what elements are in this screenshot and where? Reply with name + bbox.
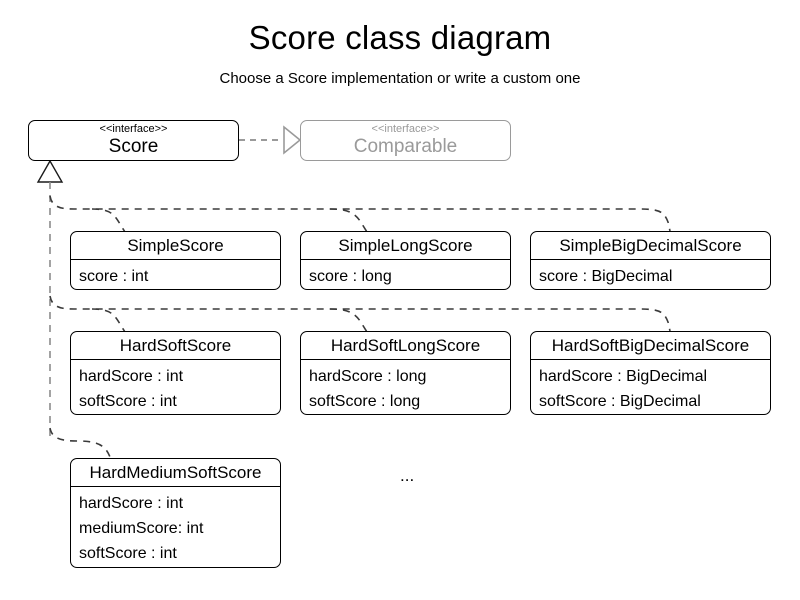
attribute-compartment: score : long [301,260,510,289]
interface-name-comparable: Comparable [353,136,458,157]
interface-box-comparable[interactable]: <<interface>> Comparable [300,120,511,161]
class-name-label: SimpleBigDecimalScore [531,232,770,260]
attribute-row: score : int [79,268,149,285]
class-box-simple-long-score[interactable]: SimpleLongScore score : long [300,231,511,290]
interface-name-score: Score [108,136,159,157]
attribute-row: hardScore : BigDecimal [539,368,708,385]
page-title: Score class diagram [248,19,552,56]
class-name-label: SimpleLongScore [301,232,510,260]
attribute-row: softScore : long [309,393,421,410]
attribute-compartment: hardScore : int softScore : int [71,360,280,414]
attribute-row: softScore : int [79,393,177,410]
attribute-compartment: hardScore : BigDecimal softScore : BigDe… [531,360,770,414]
attribute-row: hardScore : long [309,368,427,385]
attribute-compartment: hardScore : int mediumScore: int softSco… [71,487,280,566]
inheritance-branch-row3 [49,427,111,458]
class-box-hard-soft-big-decimal-score[interactable]: HardSoftBigDecimalScore hardScore : BigD… [530,331,771,415]
inheritance-branch-row2 [49,295,671,333]
attribute-row: hardScore : int [79,368,184,385]
attribute-row: score : BigDecimal [539,268,673,285]
class-box-hard-soft-long-score[interactable]: HardSoftLongScore hardScore : long softS… [300,331,511,415]
attribute-compartment: score : int [71,260,280,289]
attribute-compartment: score : BigDecimal [531,260,770,289]
page-subtitle: Choose a Score implementation or write a… [219,70,581,87]
attribute-row: mediumScore: int [79,520,204,537]
class-box-hard-medium-soft-score[interactable]: HardMediumSoftScore hardScore : int medi… [70,458,281,568]
stereotype-label: <<interface>> [371,123,440,135]
class-name-label: HardSoftLongScore [301,332,510,360]
interface-box-score[interactable]: <<interface>> Score [28,120,239,161]
attribute-row: hardScore : int [79,495,184,512]
class-box-simple-score[interactable]: SimpleScore score : int [70,231,281,290]
hollow-triangle-arrowhead [283,125,302,155]
attribute-compartment: hardScore : long softScore : long [301,360,510,414]
class-name-label: HardSoftScore [71,332,280,360]
attribute-row: softScore : int [79,545,177,562]
attribute-row: score : long [309,268,392,285]
class-name-label: HardSoftBigDecimalScore [531,332,770,360]
attribute-row: softScore : BigDecimal [539,393,701,410]
class-name-label: SimpleScore [71,232,280,260]
stereotype-label: <<interface>> [99,123,168,135]
generalization-triangle-icon [36,159,64,183]
more-implementations-ellipsis: ... [400,466,415,485]
class-box-simple-big-decimal-score[interactable]: SimpleBigDecimalScore score : BigDecimal [530,231,771,290]
realization-score-comparable [239,125,302,155]
class-box-hard-soft-score[interactable]: HardSoftScore hardScore : int softScore … [70,331,281,415]
class-name-label: HardMediumSoftScore [71,459,280,487]
inheritance-branch-row1 [49,195,671,233]
